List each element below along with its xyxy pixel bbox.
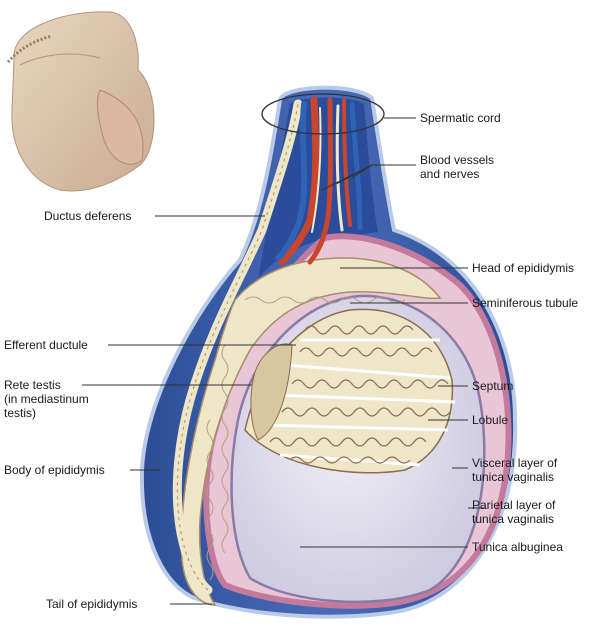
label-seminiferous-tubule: Seminiferous tubule: [472, 296, 578, 310]
label-rete-testis: Rete testis (in mediastinum testis): [4, 378, 89, 420]
label-ductus-deferens: Ductus deferens: [44, 209, 131, 223]
label-blood-vessels-nerves: Blood vessels and nerves: [420, 153, 494, 181]
label-lobule: Lobule: [472, 413, 508, 427]
label-spermatic-cord: Spermatic cord: [420, 111, 501, 125]
label-septum: Septum: [472, 379, 513, 393]
label-head-of-epididymis: Head of epididymis: [472, 261, 574, 275]
label-tunica-albuginea: Tunica albuginea: [472, 540, 563, 554]
label-parietal-layer: Parietal layer of tunica vaginalis: [472, 498, 555, 526]
external-view-inset: [8, 12, 154, 191]
label-tail-of-epididymis: Tail of epididymis: [46, 597, 137, 611]
label-body-of-epididymis: Body of epididymis: [4, 463, 105, 477]
label-efferent-ductule: Efferent ductule: [4, 338, 88, 352]
label-visceral-layer: Visceral layer of tunica vaginalis: [472, 456, 557, 484]
